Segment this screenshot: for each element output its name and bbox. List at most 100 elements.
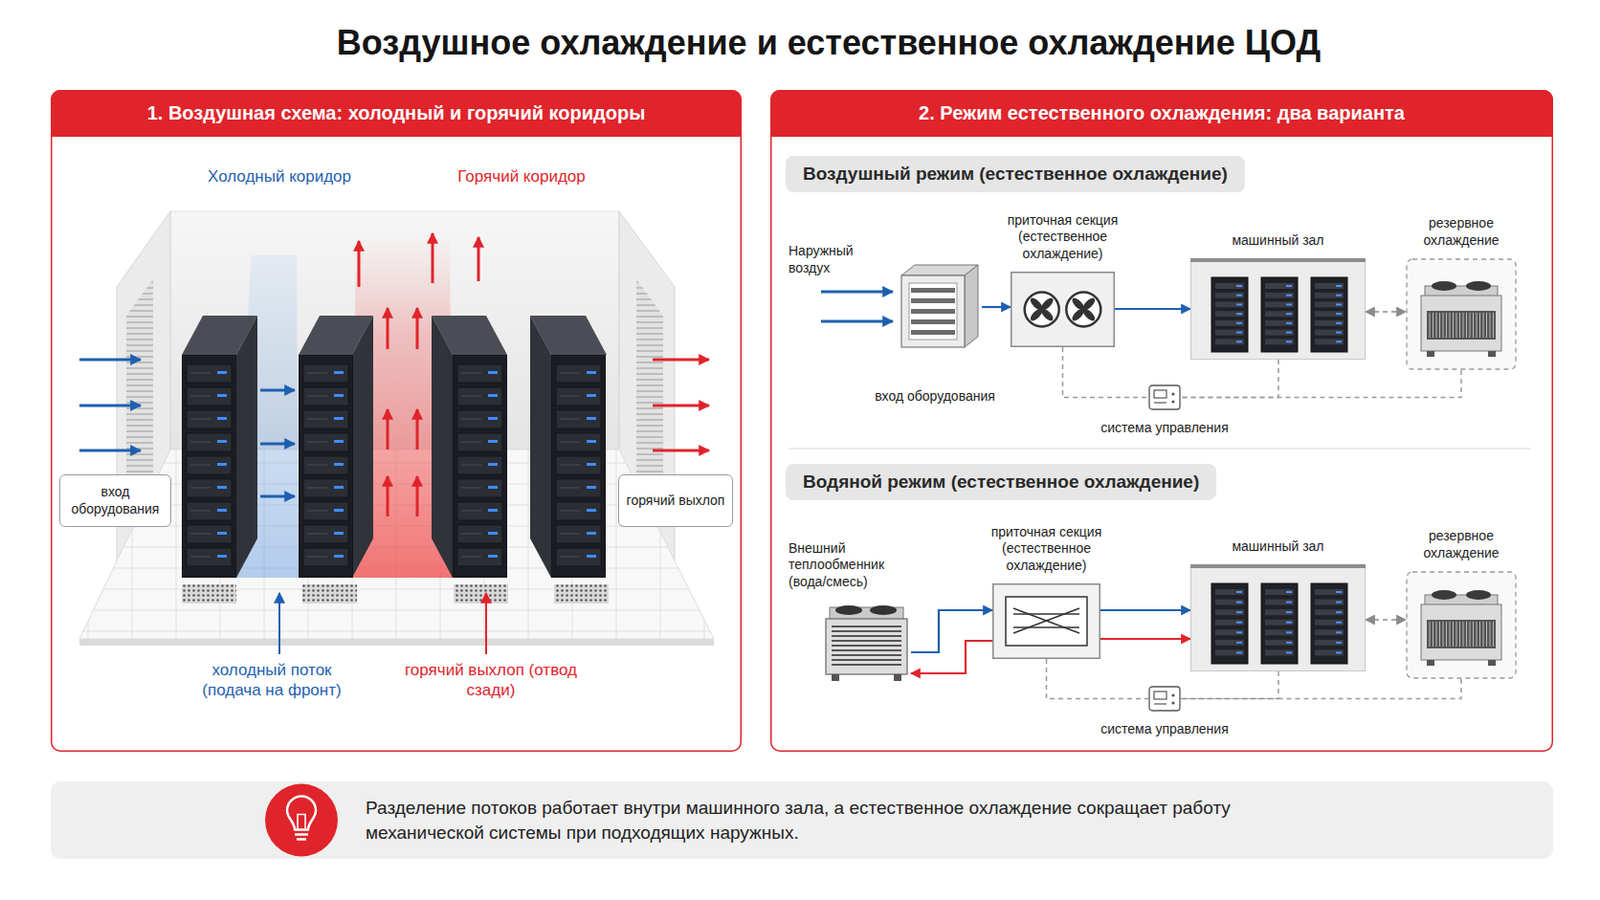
fan-section-shape-part [1069, 307, 1086, 323]
machine-hall-shape-part [1314, 640, 1344, 646]
note-box: Разделение потоков работает внутри машин… [50, 781, 1554, 860]
dashed-connector [1046, 659, 1150, 700]
page-title: Воздушное охлаждение и естественное охла… [57, 22, 1600, 64]
fan-section-shape-part [1066, 292, 1101, 328]
machine-hall-shape-part [1215, 620, 1245, 626]
machine-hall-shape-part [1335, 591, 1342, 594]
dry-cooler-shape-part [825, 619, 908, 675]
control-unit-shape-part [1171, 701, 1175, 705]
control-unit-shape [1148, 384, 1181, 411]
flow-arrow [981, 306, 1011, 309]
backup-cooling-unit-shape-part [1476, 622, 1478, 647]
intake-louver-shape-part [911, 309, 956, 314]
lightbulb-icon-part [296, 838, 307, 842]
backup-cooling-unit-shape-part [1439, 312, 1441, 338]
fan-section-shape-part [1080, 307, 1087, 313]
panel: Воздушный режим (естественное охлаждение… [770, 89, 1554, 753]
control-unit-shape [1148, 686, 1181, 712]
machine-hall-shape-part [1286, 312, 1292, 315]
node-caption: вход оборудования [863, 388, 1007, 406]
backup-cooling-unit-shape-part [1429, 312, 1431, 338]
machine-hall-shape-part [1314, 283, 1344, 289]
machine-hall-shape-part [1236, 312, 1243, 315]
node-caption: система управления [1083, 721, 1246, 739]
machine-hall-shape-part [1236, 294, 1243, 297]
machine-hall-shape-part [1265, 320, 1294, 327]
machine-hall-shape-part [1215, 301, 1245, 308]
machine-hall-shape-part [1265, 589, 1294, 596]
backup-cooling-unit-shape-part [1488, 351, 1496, 357]
machine-hall-shape-part [1265, 338, 1294, 345]
dashed-connector [1063, 347, 1150, 399]
machine-hall-shape-part [1261, 583, 1298, 665]
lightbulb-icon-part [297, 815, 306, 830]
machine-hall-shape-part [1265, 609, 1294, 616]
lightbulb-icon-part [287, 797, 316, 831]
machine-hall-shape-part [1265, 620, 1294, 626]
fan-section: приточная секция (естественное охлаждени… [1010, 271, 1115, 348]
backup-cooling-unit-shape-part [1463, 622, 1465, 647]
machine-hall-shape-part [1190, 564, 1366, 569]
machine-hall-shape-part [1215, 283, 1245, 289]
dry-cooler-shape-part [831, 659, 902, 662]
cold-air-arrow-part [79, 449, 141, 453]
hot-air-arrow [358, 233, 710, 655]
machine-hall-shape-part [1236, 332, 1243, 334]
machine-hall-shape-part [1335, 601, 1342, 604]
machine-hall-shape-part [1265, 292, 1294, 299]
machine-hall-shape-part [1236, 591, 1243, 594]
backup-cooling-unit: резервное охлаждение [1405, 258, 1517, 371]
backup-cooling-unit-shape-part [1459, 622, 1461, 647]
machine-hall-shape-part [1314, 589, 1344, 596]
hot-air-arrow-part [416, 409, 420, 450]
machine-hall-shape-part [1236, 340, 1243, 343]
machine-hall-shape-part [1286, 651, 1292, 654]
machine-hall-shape-part [1311, 277, 1348, 353]
control-unit-shape-part [1154, 390, 1167, 399]
machine-hall-shape-part [1211, 583, 1248, 665]
lightbulb-icon-part [294, 833, 309, 837]
machine-hall-shape-part [1236, 285, 1243, 288]
backup-cooling-unit-shape-part [1483, 622, 1485, 647]
box-label: вход оборудования [66, 484, 165, 518]
machine-hall-shape [1190, 258, 1366, 360]
annotation-label: холодный поток (подача на фронт) [185, 660, 358, 702]
dry-cooler: Внешний теплообменник (вода/смесь) [822, 601, 912, 684]
machine-hall-shape-part [1265, 311, 1294, 317]
backup-cooling-unit-shape-part [1489, 312, 1491, 338]
backup-cooling-unit-shape-part [1436, 622, 1438, 647]
machine-hall-shape-part [1286, 642, 1292, 645]
intake-louver-shape [897, 262, 982, 351]
control-unit-shape-part [1154, 691, 1167, 700]
intake-louver-shape-part [911, 330, 956, 335]
hot-air-arrow-part [416, 476, 420, 517]
machine-hall-shape-part [1311, 583, 1348, 665]
server-room [79, 211, 714, 646]
heat-exchanger-section: приточная секция (естественное охлаждени… [992, 583, 1101, 660]
dry-cooler-shape-part [893, 674, 902, 682]
machine-hall-shape-part [1236, 303, 1243, 306]
machine-hall-shape-part [1215, 600, 1245, 606]
backup-cooling-unit-shape-part [1469, 622, 1471, 647]
heat-exchanger-section-shape-part [1013, 608, 1080, 634]
machine-hall-shape-part [1314, 338, 1344, 345]
dry-cooler-shape-part [831, 644, 902, 647]
server-rack-part [452, 355, 508, 578]
hot-air-arrow-part [652, 358, 710, 362]
backup-cooling-unit-shape-part [1426, 660, 1435, 667]
label-box: вход оборудования [59, 474, 172, 528]
machine-hall-shape-part [1286, 591, 1292, 594]
machine-hall-shape-part [1314, 320, 1344, 327]
cold-air-arrow-part [260, 389, 295, 393]
heat-exchanger-section-shape-part [1013, 626, 1080, 629]
dashed-connector [1180, 370, 1462, 399]
backup-cooling-unit-shape-part [1432, 312, 1434, 338]
fan-section-shape-part [1039, 307, 1045, 313]
flow-arrow [1100, 609, 1191, 612]
fan-section-shape-part [1069, 296, 1086, 312]
machine-hall-shape-part [1335, 340, 1342, 343]
fan-section-shape-part [1081, 296, 1097, 312]
node-caption: система управления [1083, 420, 1246, 438]
machine-hall-shape-part [1335, 611, 1342, 614]
machine-hall: машинный зал [1190, 258, 1366, 360]
